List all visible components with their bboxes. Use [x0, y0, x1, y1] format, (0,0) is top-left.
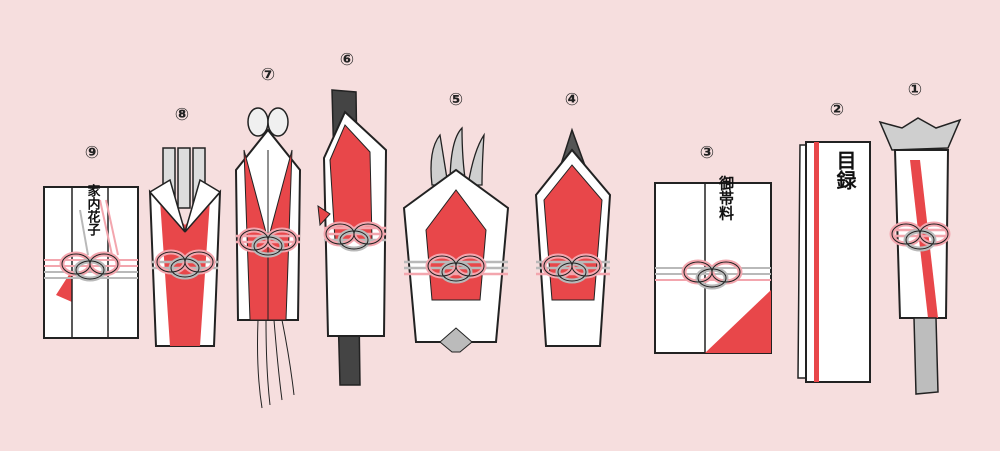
item-2-number: ② [830, 100, 844, 120]
item-9-number: ⑨ [85, 143, 99, 163]
item-3-envelope: ③ 御帯料 [654, 143, 772, 354]
item-2-mokuroku: ② 目録 [797, 100, 871, 383]
item-1-package: ① [878, 80, 962, 395]
item-4-package: ④ [534, 90, 612, 347]
item-1-number: ① [908, 80, 922, 100]
item-8-package: ⑧ [148, 105, 222, 347]
item-4-number: ④ [565, 90, 579, 110]
item-3-label: 御帯料 [717, 175, 735, 222]
item-3-number: ③ [700, 143, 714, 163]
item-2-label: 目録 [833, 150, 857, 190]
item-9-label: 家内花子 [85, 183, 101, 237]
item-6-package: ⑥ [317, 50, 388, 386]
item-7-number: ⑦ [261, 65, 275, 85]
item-6-number: ⑥ [340, 50, 354, 70]
item-7-package: ⑦ [234, 65, 302, 409]
item-8-number: ⑧ [175, 105, 189, 125]
item-5-number: ⑤ [449, 90, 463, 110]
item-5-package: ⑤ [402, 90, 510, 353]
item-9-envelope: ⑨ 家内花子 [43, 143, 139, 339]
